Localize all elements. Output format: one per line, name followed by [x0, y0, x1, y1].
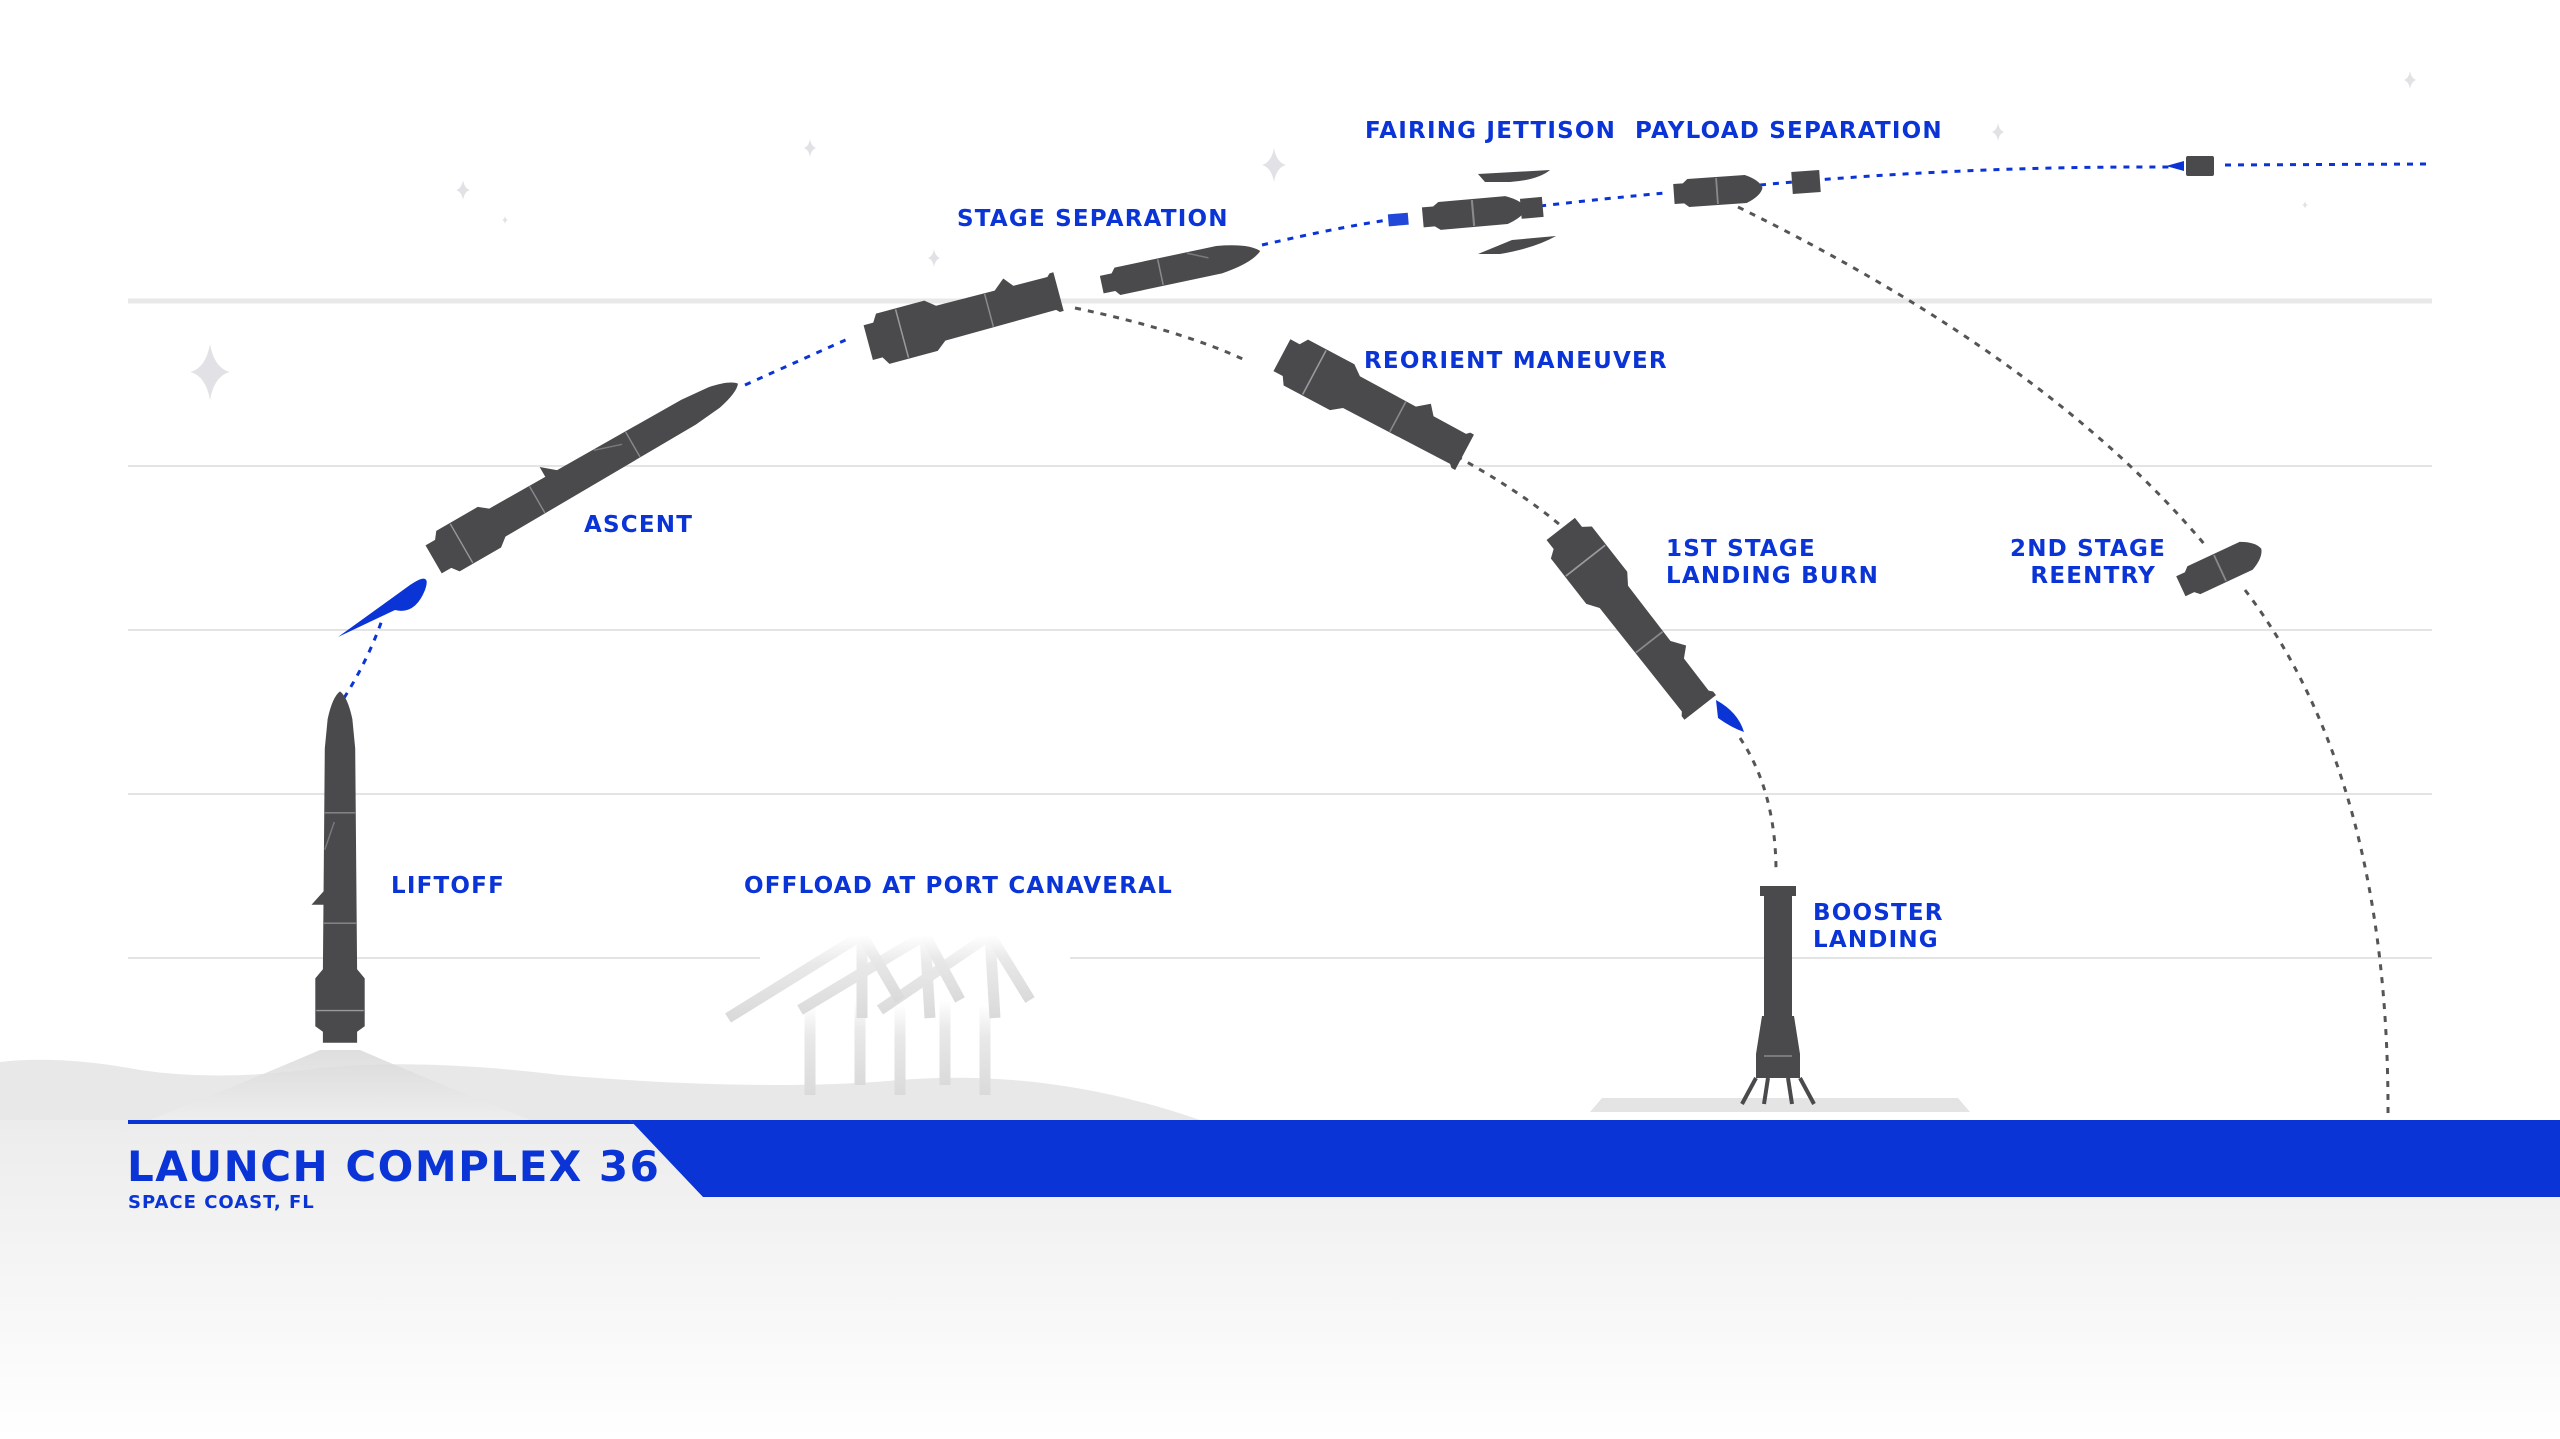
payload	[1791, 170, 1821, 194]
star-icon	[2302, 201, 2308, 209]
star-icon	[803, 139, 817, 157]
landed-booster	[1740, 886, 1816, 1105]
landing-pad-icon	[1590, 1098, 1970, 1112]
star-icon	[456, 180, 470, 200]
label-ascent: ASCENT	[584, 512, 694, 538]
site-title: LAUNCH COMPLEX 36	[127, 1142, 661, 1191]
star-icon	[927, 249, 941, 267]
label-reentry: 2ND STAGE REENTRY	[2010, 536, 2167, 590]
star-icon	[1262, 148, 1286, 182]
label-landing-burn-line1: 1ST STAGE	[1666, 536, 1816, 562]
label-landing-burn-line2: LANDING BURN	[1666, 563, 1880, 589]
rocket-icons	[150, 156, 2269, 1120]
ascent-rocket	[419, 359, 751, 581]
stage1-to-sep-trajectory	[744, 336, 851, 387]
orbit-trajectory	[2224, 162, 2433, 167]
label-fairing-jettison: FAIRING JETTISON	[1365, 118, 1617, 144]
upper-trajectory	[1261, 218, 1389, 247]
star-icon	[2403, 71, 2417, 89]
separation-booster	[860, 264, 1067, 369]
gridlines	[128, 298, 2432, 959]
star-icon	[502, 216, 508, 224]
label-stage-separation: STAGE SEPARATION	[957, 206, 1229, 232]
liftoff-rocket	[310, 690, 366, 1044]
label-offload: OFFLOAD AT PORT CANAVERAL	[744, 873, 1173, 899]
payload-separation-stage	[1672, 172, 1765, 209]
trajectory-paths	[342, 162, 2433, 1121]
reentry-stage	[2173, 533, 2269, 602]
label-payload-separation: PAYLOAD SEPARATION	[1635, 118, 1943, 144]
orbit-stage	[2166, 156, 2214, 176]
liftoff-plume	[150, 1050, 530, 1120]
flame-icon	[338, 578, 427, 637]
label-booster-landing: BOOSTER LANDING	[1813, 900, 1944, 954]
label-booster-landing-line1: BOOSTER	[1813, 900, 1944, 926]
label-booster-landing-line2: LANDING	[1813, 927, 1939, 953]
label-reorient-maneuver: REORIENT MANEUVER	[1364, 348, 1668, 374]
fairing-half-top	[1478, 170, 1550, 182]
launch-complex-band	[128, 1120, 2560, 1197]
flame-icon	[1716, 700, 1744, 732]
label-reentry-line1: 2ND STAGE	[2010, 536, 2167, 562]
fairing-half-bottom	[1478, 236, 1556, 254]
payload-trajectory	[1759, 165, 2171, 187]
booster-return-trajectory	[1074, 306, 1778, 869]
site-subtitle: SPACE COAST, FL	[128, 1192, 315, 1213]
label-liftoff: LIFTOFF	[391, 873, 505, 899]
separated-upper-stage	[1098, 236, 1264, 300]
reentry-trajectory	[1737, 205, 2390, 1121]
fairing-to-payload-trajectory	[1539, 191, 1666, 208]
label-landing-burn: 1ST STAGE LANDING BURN	[1666, 536, 1879, 590]
star-icon	[190, 344, 230, 400]
star-icon	[1991, 123, 2005, 141]
crane-icon	[725, 924, 1110, 1095]
label-reentry-line2: REENTRY	[2030, 563, 2156, 589]
ascent-trajectory	[342, 619, 384, 699]
fairing-jettison-vehicle	[1387, 193, 1544, 233]
